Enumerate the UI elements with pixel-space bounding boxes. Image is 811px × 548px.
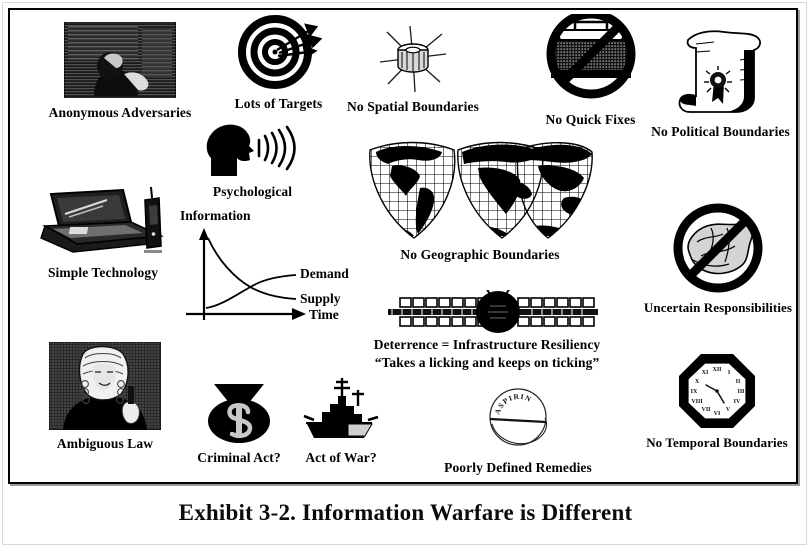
toolbox-prohibited-icon [535, 14, 647, 110]
item-no-temporal-boundaries: XII I II III IV V VI VII VIII IX X XI [622, 352, 811, 450]
svg-text:I: I [728, 370, 731, 376]
chart-plot-area [186, 228, 306, 320]
caption-simple-technology: Simple Technology [47, 265, 159, 280]
item-simple-technology: Simple Technology [18, 186, 188, 281]
caption-lots-of-targets: Lots of Targets [234, 96, 323, 111]
svg-text:III: III [737, 389, 745, 395]
exhibit-title: Exhibit 3-2. Information Warfare is Diff… [178, 500, 633, 525]
hacker-at-terminal-photo [64, 22, 176, 98]
caption-no-political-boundaries: No Political Boundaries [651, 124, 790, 139]
caption-no-geographic-boundaries: No Geographic Boundaries [400, 247, 560, 262]
battleship-icon [302, 376, 380, 444]
item-psychological: Psychological [190, 118, 315, 200]
caption-poorly-defined-remedies: Poorly Defined Remedies [444, 460, 592, 475]
caption-deterrence-quote: “Takes a licking and keeps on ticking” [374, 354, 600, 370]
caption-psychological: Psychological [212, 184, 293, 199]
crumpled-cloth-prohibited-icon [665, 198, 771, 298]
svg-text:XI: XI [702, 370, 709, 376]
item-criminal-act: Criminal Act? [184, 380, 294, 466]
caption-no-spatial-boundaries: No Spatial Boundaries [347, 99, 479, 114]
circuit-board-bug-icon [358, 290, 616, 334]
svg-text:V: V [726, 407, 731, 413]
caption-no-temporal-boundaries: No Temporal Boundaries [646, 435, 788, 450]
item-lots-of-targets: Lots of Targets [216, 14, 341, 112]
judge-in-wig-photo [49, 342, 161, 430]
interrupted-world-map-globe-icon [362, 138, 598, 243]
svg-text:VIII: VIII [691, 399, 703, 405]
caption-anonymous-adversaries: Anonymous Adversaries [48, 105, 192, 120]
item-uncertain-responsibilities: Uncertain Responsibilities [628, 198, 808, 315]
octagonal-clock-icon: XII I II III IV V VI VII VIII IX X XI [677, 352, 757, 430]
bullseye-target-with-darts-icon [236, 14, 322, 92]
svg-text:II: II [736, 379, 741, 385]
caption-deterrence: Deterrence = Infrastructure Resiliency [373, 337, 601, 352]
item-no-spatial-boundaries: No Spatial Boundaries [333, 24, 493, 115]
item-no-political-boundaries: No Political Boundaries [638, 24, 803, 140]
svg-text:IX: IX [691, 389, 698, 395]
chart-xlabel: Time [309, 307, 339, 322]
svg-text:XII: XII [712, 367, 722, 373]
satellite-icon [374, 24, 452, 94]
svg-text:VI: VI [714, 411, 721, 417]
item-ambiguous-law: Ambiguous Law [35, 342, 175, 452]
chart-series-label-demand: Demand [300, 266, 349, 281]
svg-text:VII: VII [701, 407, 711, 413]
item-no-quick-fixes: No Quick Fixes [518, 14, 663, 128]
svg-text:IV: IV [734, 399, 741, 405]
caption-no-quick-fixes: No Quick Fixes [545, 112, 636, 127]
caption-criminal-act: Criminal Act? [197, 450, 281, 465]
information-supply-demand-chart: Information Demand Supply Time [178, 208, 353, 333]
caption-act-of-war: Act of War? [305, 450, 377, 465]
head-silhouette-soundwaves-icon [199, 118, 307, 178]
chart-ylabel: Information [180, 208, 251, 223]
item-poorly-defined-remedies: ASPIRIN Poorly Defined Remedies [423, 386, 613, 476]
aspirin-tablet-icon: ASPIRIN [479, 386, 557, 454]
chart-series-label-supply: Supply [300, 291, 341, 306]
laptop-and-mobile-phone-icon [31, 186, 175, 260]
svg-text:X: X [695, 379, 700, 385]
item-no-geographic-boundaries: No Geographic Boundaries [360, 138, 600, 263]
sealed-scroll-icon [666, 24, 776, 120]
exhibit-canvas: Anonymous Adversaries [8, 8, 798, 484]
caption-ambiguous-law: Ambiguous Law [56, 436, 154, 451]
item-anonymous-adversaries: Anonymous Adversaries [30, 22, 210, 121]
item-act-of-war: Act of War? [286, 376, 396, 466]
caption-uncertain-responsibilities: Uncertain Responsibilities [643, 300, 793, 315]
money-bag-dollar-icon [200, 380, 278, 444]
item-deterrence: Deterrence = Infrastructure Resiliency “… [342, 290, 632, 371]
